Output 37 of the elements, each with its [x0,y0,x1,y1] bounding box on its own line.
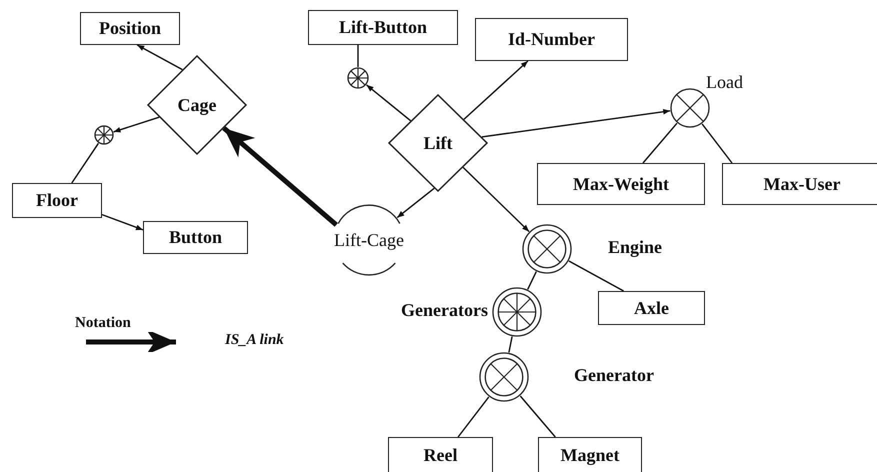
entity-box: Axle [598,291,705,325]
node-label: Cage [178,95,216,115]
arrow [482,108,670,138]
node-label: Lift [424,133,452,153]
legend-label: IS_A link [225,332,284,349]
node-label: Generators [401,300,488,320]
connector-line [568,260,624,292]
arrow [396,188,435,218]
connector-line [527,271,537,290]
arrow [113,116,160,133]
entity-box: Max-Weight [537,163,705,205]
entity-box: Max-User [722,163,877,205]
entity-box: Position [80,12,180,45]
connector-line [702,123,733,164]
entity-box: Floor [12,183,102,218]
node-label: Lift-Cage [334,230,404,250]
connector-line [508,336,513,353]
is-a-arrow [222,126,338,227]
entity-box: Button [143,221,248,254]
arrow [463,60,528,120]
connector-line [357,45,359,67]
connector-line [642,122,678,164]
entity-box: Magnet [538,437,642,472]
arrow [136,44,183,70]
connector-line [520,396,556,438]
node-label: Generator [574,365,654,385]
node-label: Load [706,72,743,92]
arrow [366,84,412,122]
connector-line [71,142,99,184]
connector-line [458,396,490,438]
arrow [462,166,530,232]
node-label: Engine [608,237,662,257]
entity-box: Reel [388,437,493,472]
entity-box: Lift-Button [308,10,458,45]
entity-box: Id-Number [475,18,628,61]
arrow [102,214,144,231]
section-heading: Notation [75,315,131,332]
